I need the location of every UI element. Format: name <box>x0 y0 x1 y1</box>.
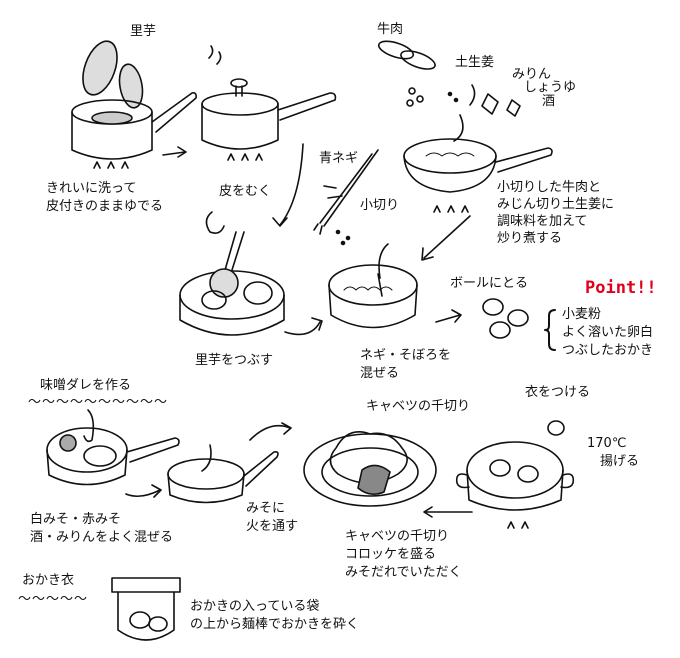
label-gyuniku: 牛肉 <box>377 22 404 37</box>
label-miso-1: 白みそ・赤みそ <box>30 512 122 527</box>
mixing-bowl <box>328 243 418 329</box>
miso-pan <box>46 409 180 486</box>
label-point-3: つぶしたおかき <box>562 343 654 358</box>
label-cabbage-title: キャベツの千切り <box>366 399 471 414</box>
label-stirfry-1: 小切りした牛肉と <box>497 180 602 195</box>
label-point-1: 小麦粉 <box>562 307 602 322</box>
label-stirfry-3: 調味料を加えて <box>497 214 588 229</box>
label-fry-1: 170℃ <box>587 436 627 451</box>
label-okaki-title: おかき衣 <box>22 573 75 588</box>
label-wash-boil-2: 皮付きのままゆでる <box>46 199 164 214</box>
label-mix-2: 混ぜる <box>360 366 400 381</box>
mashing-bowl <box>179 211 285 336</box>
stir-fry-pan <box>377 40 553 213</box>
label-fry-2: 揚げる <box>600 454 640 469</box>
label-miso-title: 味噌ダレを作る <box>40 378 132 393</box>
deep-fryer-pot <box>455 420 575 529</box>
label-peel: 皮をむく <box>219 184 272 199</box>
point-bracket <box>544 309 556 351</box>
label-stirfry-2: みじん切り土生姜に <box>497 197 615 212</box>
label-heat-1: みそに <box>246 501 286 516</box>
okaki-tilde: ～～～～～ <box>18 592 89 607</box>
okaki-bag <box>111 577 181 641</box>
label-aonegi: 青ネギ <box>319 151 359 166</box>
label-sake: 酒 <box>542 94 556 109</box>
dumpling-balls <box>482 298 529 339</box>
miso-tilde: ～～～～～～～～～～ <box>28 395 169 410</box>
label-coat: 衣をつける <box>525 385 591 400</box>
label-serve-1: キャベツの千切り <box>345 529 450 544</box>
label-okaki-2: の上から麺棒でおかきを砕く <box>190 617 360 632</box>
label-miso-2: 酒・みりんをよく混ぜる <box>30 530 174 545</box>
lidded-pot <box>201 45 337 161</box>
heating-pan <box>167 444 279 504</box>
flow-arrows <box>125 143 473 518</box>
serving-plate <box>303 431 437 507</box>
label-stirfry-4: 炒り煮する <box>497 231 563 246</box>
label-okaki-1: おかきの入っている袋 <box>190 599 320 614</box>
boiling-taro-pot <box>71 40 197 169</box>
label-wash-boil-1: きれいに洗って <box>46 181 137 196</box>
green-onion <box>313 149 379 246</box>
point-heading: Point!! <box>585 278 657 298</box>
label-kogiri: 小切り <box>360 198 400 213</box>
label-satoimo: 里芋 <box>130 24 157 39</box>
label-point-2: よく溶いた卵白 <box>562 325 654 340</box>
label-mirin: みりん <box>512 67 552 82</box>
label-heat-2: 火を通す <box>246 519 299 534</box>
label-mash: 里芋をつぶす <box>195 353 274 368</box>
label-serve-2: コロッケを盛る <box>345 547 437 562</box>
label-ginger: 土生姜 <box>455 55 495 70</box>
label-mix-1: ネギ・そぼろを <box>360 348 452 363</box>
label-bowl: ボールにとる <box>450 276 529 291</box>
label-shoyu: しょうゆ <box>524 80 577 95</box>
label-serve-3: みそだれでいただく <box>345 565 462 580</box>
